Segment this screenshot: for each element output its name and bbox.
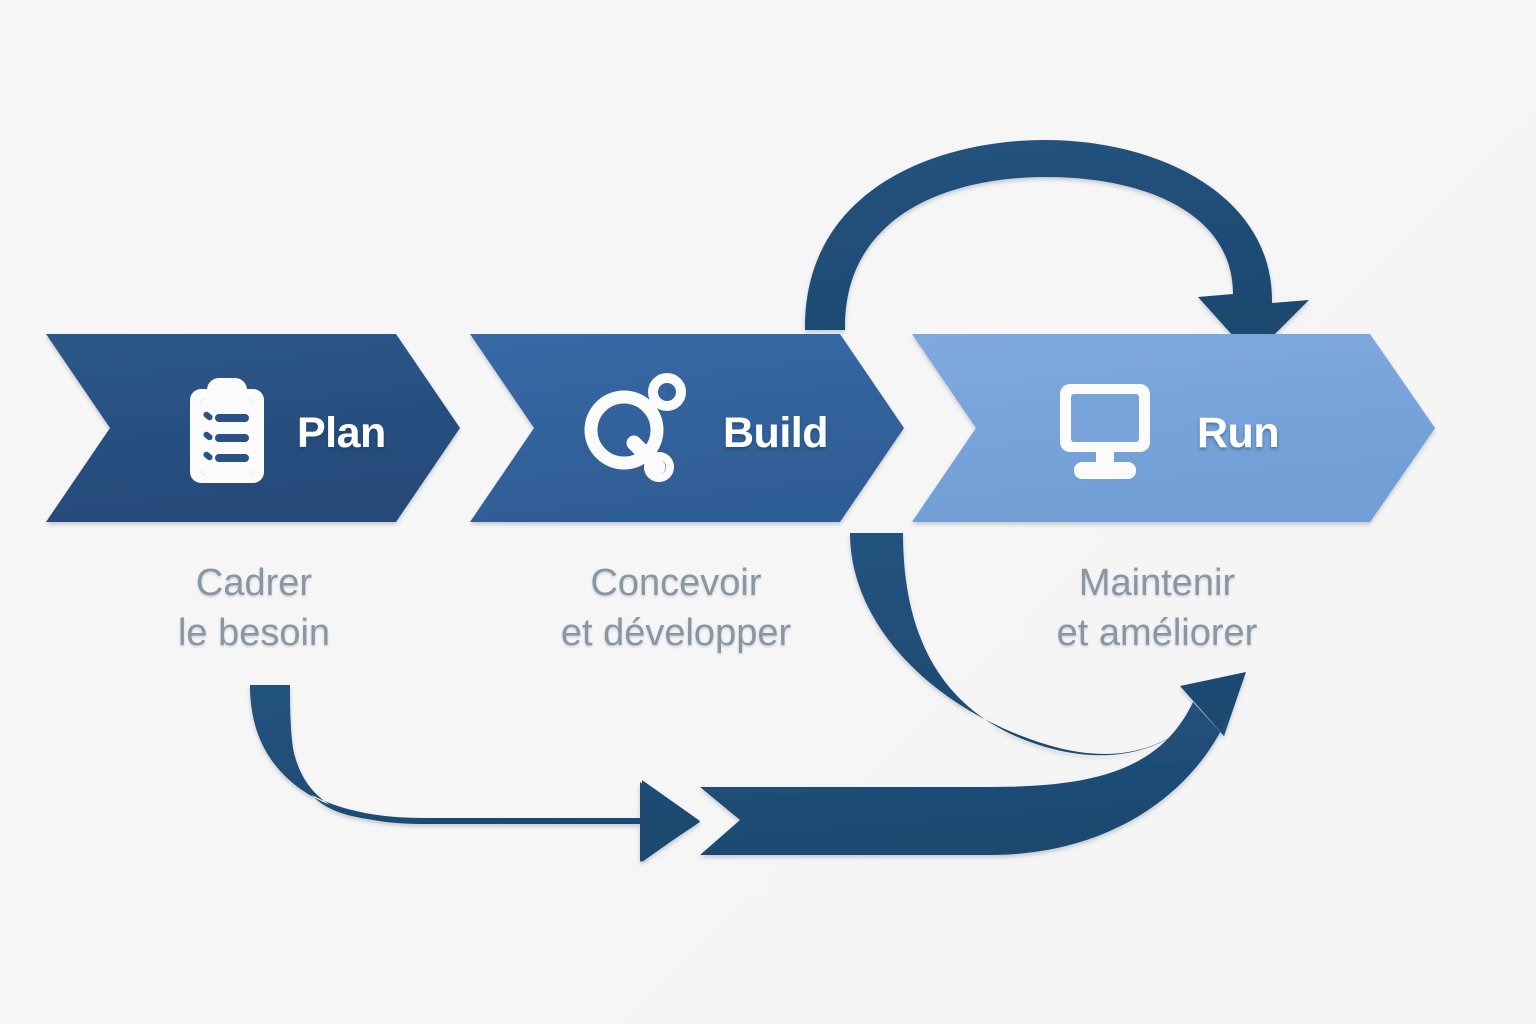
caption-build-line1: Concevoir — [590, 562, 761, 604]
stage-chevron-plan[interactable]: Plan — [46, 334, 460, 522]
stage-chevron-build[interactable]: Build — [470, 334, 904, 522]
bottom-left-entry-arrow — [250, 685, 700, 862]
q-degree-icon — [584, 373, 686, 482]
caption-plan-line2: le besoin — [178, 612, 330, 654]
stage-chevron-run[interactable]: Run — [912, 334, 1435, 522]
top-feedback-arrow — [805, 140, 1309, 357]
caption-build-line2: et développer — [561, 612, 792, 654]
stage-label-plan: Plan — [297, 409, 386, 457]
caption-run-line1: Maintenir — [1079, 562, 1236, 604]
bottom-loop-arrow — [700, 533, 1246, 855]
stage-label-build: Build — [723, 409, 828, 457]
monitor-icon — [1060, 384, 1150, 479]
caption-plan: Cadrer le besoin — [178, 562, 330, 654]
caption-build: Concevoir et développer — [561, 562, 792, 654]
caption-plan-line1: Cadrer — [196, 562, 312, 604]
stage-label-run: Run — [1197, 409, 1279, 457]
caption-run: Maintenir et améliorer — [1057, 562, 1258, 654]
clipboard-checklist-icon — [190, 378, 264, 483]
caption-run-line2: et améliorer — [1057, 612, 1258, 654]
